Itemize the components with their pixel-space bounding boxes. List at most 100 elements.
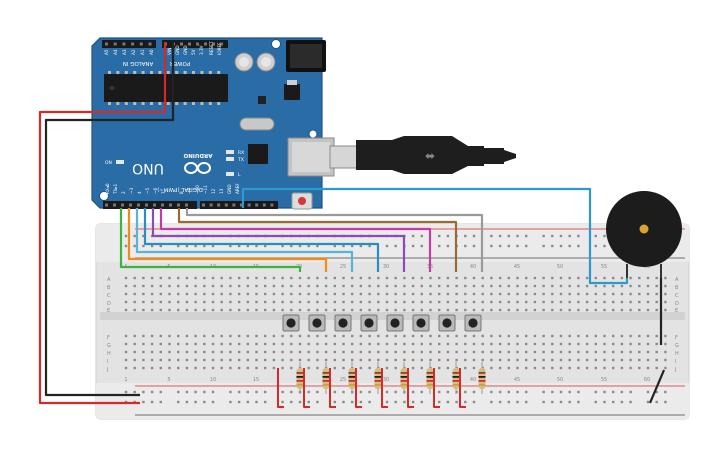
rail-hole[interactable] bbox=[455, 390, 458, 394]
bb-hole[interactable] bbox=[525, 366, 528, 370]
rail-hole[interactable] bbox=[577, 234, 580, 238]
bb-hole[interactable] bbox=[290, 300, 293, 304]
bb-hole[interactable] bbox=[255, 308, 258, 312]
bb-hole[interactable] bbox=[516, 284, 519, 288]
bb-hole[interactable] bbox=[664, 366, 667, 370]
bb-hole[interactable] bbox=[490, 284, 493, 288]
rail-hole[interactable] bbox=[246, 244, 249, 248]
bb-hole[interactable] bbox=[455, 292, 458, 296]
resistor-wire-red[interactable] bbox=[277, 368, 284, 408]
bb-hole[interactable] bbox=[411, 284, 415, 288]
bb-hole[interactable] bbox=[490, 366, 493, 370]
rail-hole[interactable] bbox=[646, 390, 650, 394]
bb-hole[interactable] bbox=[481, 308, 484, 312]
bb-hole[interactable] bbox=[498, 292, 502, 296]
bb-hole[interactable] bbox=[551, 276, 554, 280]
bb-hole[interactable] bbox=[559, 342, 563, 346]
bb-hole[interactable] bbox=[342, 342, 345, 346]
rail-hole[interactable] bbox=[498, 244, 502, 248]
bb-hole[interactable] bbox=[150, 366, 154, 370]
bb-hole[interactable] bbox=[298, 284, 302, 288]
bb-hole[interactable] bbox=[324, 300, 328, 304]
bb-hole[interactable] bbox=[464, 358, 467, 362]
bb-hole[interactable] bbox=[281, 366, 284, 370]
bb-hole[interactable] bbox=[594, 284, 597, 288]
rail-hole[interactable] bbox=[237, 244, 241, 248]
bb-hole[interactable] bbox=[403, 342, 406, 346]
rail-hole[interactable] bbox=[394, 400, 397, 404]
bb-hole[interactable] bbox=[533, 358, 537, 362]
bb-hole[interactable] bbox=[394, 366, 397, 370]
bb-hole[interactable] bbox=[133, 276, 136, 280]
rail-hole[interactable] bbox=[629, 390, 632, 394]
bb-hole[interactable] bbox=[568, 300, 571, 304]
bb-hole[interactable] bbox=[403, 358, 406, 362]
bb-hole[interactable] bbox=[603, 300, 606, 304]
rail-hole[interactable] bbox=[368, 244, 371, 248]
rail-hole[interactable] bbox=[411, 390, 415, 394]
bb-hole[interactable] bbox=[655, 342, 658, 346]
rail-hole[interactable] bbox=[525, 390, 528, 394]
bb-hole[interactable] bbox=[316, 292, 319, 296]
bb-hole[interactable] bbox=[525, 284, 528, 288]
bb-hole[interactable] bbox=[229, 276, 232, 280]
bb-hole[interactable] bbox=[620, 342, 624, 346]
rail-hole[interactable] bbox=[264, 390, 267, 394]
bb-hole[interactable] bbox=[281, 308, 284, 312]
rail-hole[interactable] bbox=[577, 244, 580, 248]
bb-hole[interactable] bbox=[620, 366, 624, 370]
bb-hole[interactable] bbox=[168, 284, 171, 288]
bb-hole[interactable] bbox=[255, 334, 258, 338]
bb-hole[interactable] bbox=[377, 292, 380, 296]
rail-hole[interactable] bbox=[124, 390, 128, 394]
bb-hole[interactable] bbox=[237, 334, 241, 338]
bb-hole[interactable] bbox=[664, 308, 667, 312]
bb-hole[interactable] bbox=[264, 284, 267, 288]
bb-hole[interactable] bbox=[342, 284, 345, 288]
wire-5v-red[interactable] bbox=[38, 42, 167, 405]
bb-hole[interactable] bbox=[333, 292, 336, 296]
bb-hole[interactable] bbox=[290, 358, 293, 362]
rail-hole[interactable] bbox=[237, 390, 241, 394]
bb-hole[interactable] bbox=[359, 276, 363, 280]
bb-hole[interactable] bbox=[646, 292, 650, 296]
bb-hole[interactable] bbox=[612, 358, 615, 362]
bb-hole[interactable] bbox=[351, 342, 354, 346]
piezo-buzzer[interactable] bbox=[606, 191, 682, 278]
rail-hole[interactable] bbox=[368, 400, 371, 404]
wire-gnd-black[interactable] bbox=[44, 42, 175, 397]
bb-hole[interactable] bbox=[385, 350, 389, 354]
bb-hole[interactable] bbox=[603, 276, 606, 280]
bb-hole[interactable] bbox=[438, 308, 441, 312]
bb-hole[interactable] bbox=[185, 300, 189, 304]
rail-hole[interactable] bbox=[438, 234, 441, 238]
bb-hole[interactable] bbox=[438, 276, 441, 280]
header-pin[interactable] bbox=[122, 42, 126, 46]
bb-hole[interactable] bbox=[638, 350, 641, 354]
bb-hole[interactable] bbox=[220, 276, 223, 280]
bb-hole[interactable] bbox=[533, 276, 537, 280]
bb-hole[interactable] bbox=[620, 334, 624, 338]
bb-hole[interactable] bbox=[220, 350, 223, 354]
bb-hole[interactable] bbox=[237, 276, 241, 280]
bb-hole[interactable] bbox=[490, 334, 493, 338]
bb-hole[interactable] bbox=[246, 292, 249, 296]
bb-hole[interactable] bbox=[472, 284, 476, 288]
rail-hole[interactable] bbox=[316, 400, 319, 404]
bb-hole[interactable] bbox=[142, 358, 145, 362]
bb-hole[interactable] bbox=[455, 284, 458, 288]
pushbutton-5[interactable] bbox=[386, 314, 404, 332]
bb-hole[interactable] bbox=[272, 284, 276, 288]
header-pin[interactable] bbox=[105, 203, 108, 207]
bb-hole[interactable] bbox=[377, 350, 380, 354]
bb-hole[interactable] bbox=[646, 308, 650, 312]
rail-hole[interactable] bbox=[342, 400, 345, 404]
bb-hole[interactable] bbox=[655, 300, 658, 304]
bb-hole[interactable] bbox=[194, 276, 197, 280]
bb-hole[interactable] bbox=[324, 350, 328, 354]
bb-hole[interactable] bbox=[342, 366, 345, 370]
rail-hole[interactable] bbox=[542, 400, 545, 404]
rail-hole[interactable] bbox=[194, 244, 197, 248]
rail-hole[interactable] bbox=[577, 390, 580, 394]
